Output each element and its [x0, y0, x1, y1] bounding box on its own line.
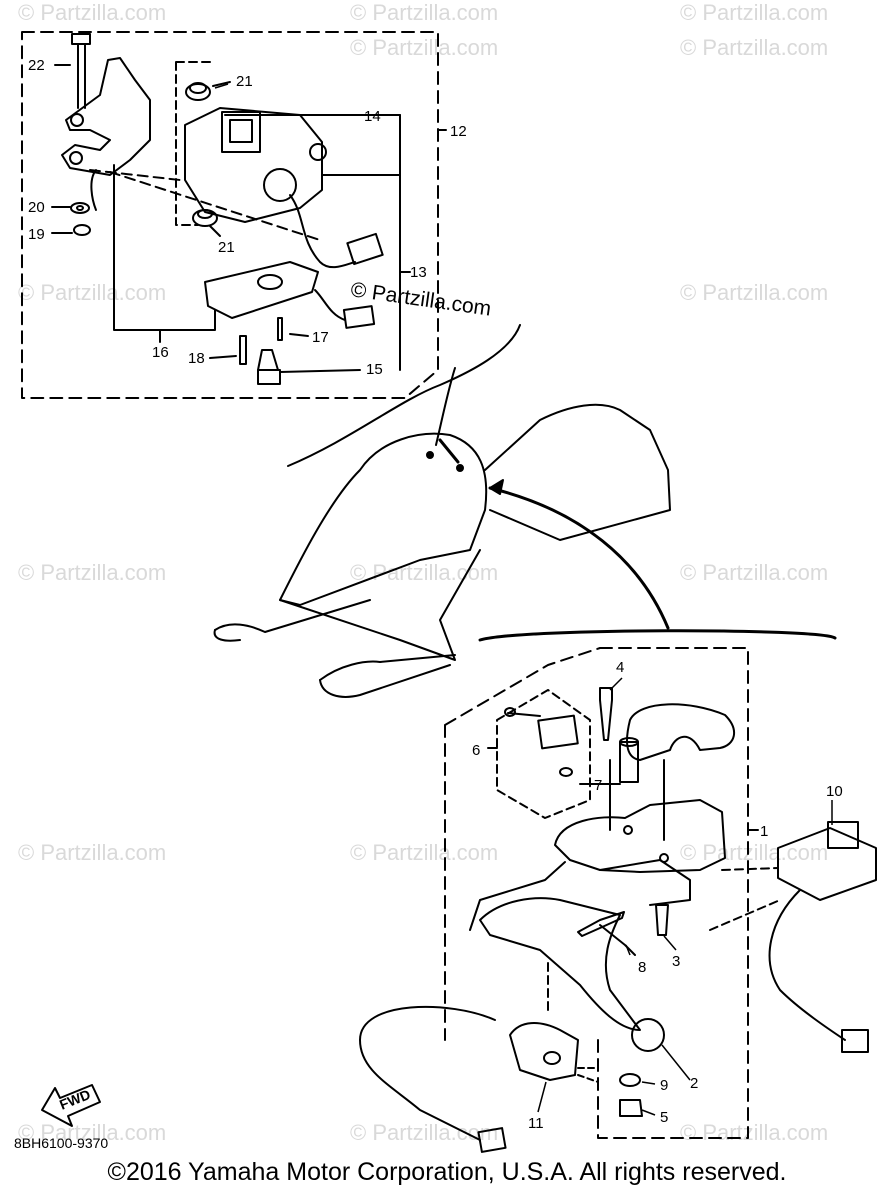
screw-15 [257, 349, 279, 371]
watermark: © Partzilla.com [18, 0, 166, 25]
copyright-notice: ©2016 Yamaha Motor Corporation, U.S.A. A… [107, 1158, 787, 1186]
screw-18 [239, 335, 247, 365]
lever-cover [626, 703, 735, 761]
cover-connector [342, 305, 376, 329]
nut-5 [619, 1099, 643, 1117]
watermark: © Partzilla.com [350, 35, 498, 60]
label-21-bottom: 21 [218, 239, 235, 256]
label-20: 20 [28, 199, 45, 216]
watermark: © Partzilla.com [18, 280, 166, 305]
label-11: 11 [528, 1115, 544, 1132]
fwd-label: FWD [57, 1086, 93, 1113]
switch-11-wire [359, 1005, 496, 1141]
label-7: 7 [594, 777, 602, 794]
lower-assembly-bracket [478, 629, 837, 642]
snowmobile-body [279, 549, 481, 661]
screw-8 [577, 911, 625, 937]
switch-button [221, 111, 261, 153]
label-6: 6 [472, 742, 480, 759]
label-17: 17 [312, 329, 329, 346]
watermark: © Partzilla.com [680, 840, 828, 865]
label-4: 4 [616, 659, 624, 676]
screw-3 [655, 904, 669, 936]
fwd-arrow [41, 1084, 101, 1127]
switch-cover [204, 261, 319, 319]
diagram-code: 8BH6100-9370 [14, 1135, 108, 1151]
label-13: 13 [410, 264, 427, 281]
ski-right [319, 654, 456, 681]
watermark: © Partzilla.com [350, 0, 498, 25]
label-18: 18 [188, 350, 205, 367]
switch-11 [509, 1022, 579, 1081]
label-8: 8 [638, 959, 646, 976]
label-22: 22 [28, 57, 45, 74]
mount-indicator-line [287, 324, 521, 467]
connector-10 [777, 827, 877, 901]
mounting-bracket [61, 57, 151, 176]
watermark: © Partzilla.com [680, 1120, 828, 1145]
label-14: 14 [364, 108, 381, 125]
watermark: © Partzilla.com [680, 560, 828, 585]
connector-10-plug [841, 1029, 869, 1053]
label-1: 1 [760, 823, 768, 840]
label-19: 19 [28, 226, 45, 243]
watermark: © Partzilla.com [18, 560, 166, 585]
watermark: © Partzilla.com [350, 1120, 498, 1145]
label-12: 12 [450, 123, 467, 140]
label-9: 9 [660, 1077, 668, 1094]
watermark: © Partzilla.com [18, 1120, 166, 1145]
bracket-hole [69, 151, 83, 165]
watermark: © Partzilla.com [350, 840, 498, 865]
spacer-9 [619, 1073, 641, 1087]
label-15: 15 [366, 361, 383, 378]
watermark: © Partzilla.com [680, 280, 828, 305]
label-3: 3 [672, 953, 680, 970]
switch-connector [346, 232, 384, 266]
label-5: 5 [660, 1109, 668, 1126]
ski-left [214, 599, 371, 633]
label-16: 16 [152, 344, 169, 361]
label-21-top: 21 [236, 73, 253, 90]
washer-20 [70, 202, 90, 214]
nut-19 [73, 224, 91, 236]
clip-6 [537, 714, 579, 750]
watermark: © Partzilla.com [18, 840, 166, 865]
watermark: © Partzilla.com [680, 35, 828, 60]
assembly-12-outline [21, 31, 439, 399]
snowmobile-cowl [279, 432, 488, 606]
location-arrow [488, 486, 670, 630]
screw-17 [277, 317, 283, 341]
spacer-7 [619, 741, 639, 783]
lever-knob [631, 1018, 665, 1052]
snowmobile-seat [484, 403, 671, 541]
part-labels: 1 2 3 4 5 6 7 8 9 10 11 12 13 14 15 16 1… [28, 57, 843, 1132]
screw-4 [599, 687, 613, 741]
watermark-layer: © Partzilla.com © Partzilla.com © Partzi… [18, 0, 828, 1145]
throttle-housing [554, 799, 726, 873]
watermark: © Partzilla.com [350, 560, 498, 585]
watermark: © Partzilla.com [680, 0, 828, 25]
bolt-22-head [71, 33, 91, 45]
switch-housing [184, 107, 323, 223]
throttle-lever [479, 897, 641, 1031]
bracket-hole [70, 113, 84, 127]
label-2: 2 [690, 1075, 698, 1092]
switch-11-connector [477, 1127, 507, 1153]
label-10: 10 [826, 783, 843, 800]
inline-partzilla-mark: © Partzilla.com [349, 278, 492, 320]
kit-6-outline [496, 689, 591, 819]
assembly-1-outline [444, 647, 749, 1139]
